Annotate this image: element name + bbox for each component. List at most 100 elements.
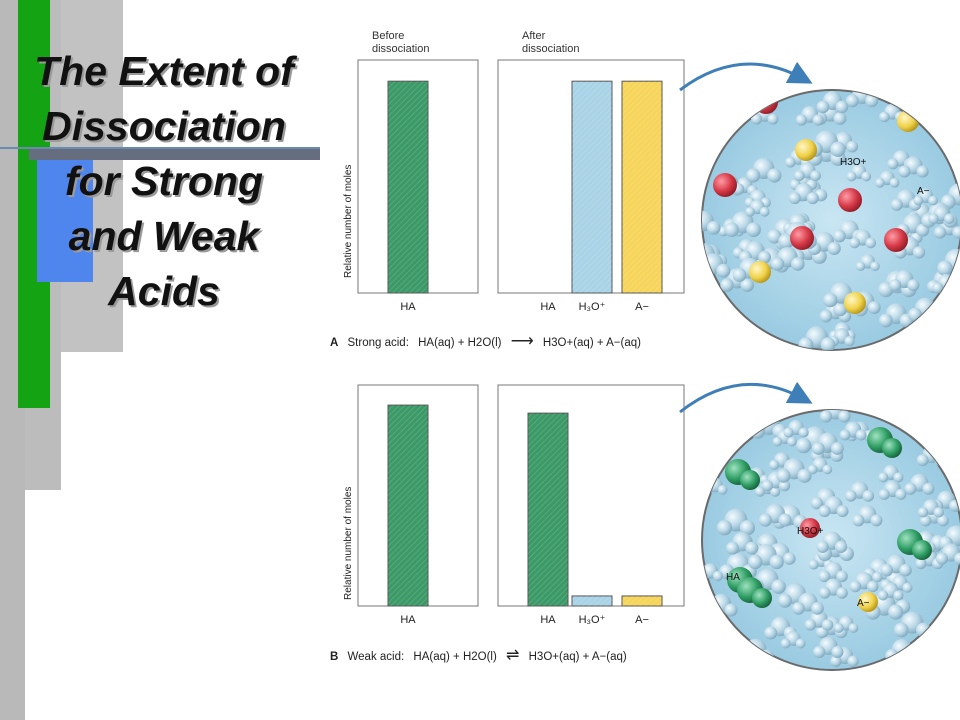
water-molecule-67 [726,532,759,555]
bars-b [387,404,663,607]
caption-b-text: Weak acid: [348,651,405,663]
water-molecule-29 [878,464,904,483]
panel-b-before-tick-0: HA [400,614,416,626]
panel-b-after-tick-0: HA [540,614,556,626]
caption-b-arrow: ⇌ [506,647,519,664]
water-molecule-18 [804,610,834,631]
ylabel-a: Relative number of moles [343,165,354,278]
bars-a [387,80,663,294]
hydronium-ion-b [800,518,820,538]
caption-b: B Weak acid: HA(aq) + H2O(l) ⇌ H3O+(aq) … [330,647,627,664]
after-header-a-2: dissociation [522,43,579,55]
anion-1 [795,139,817,161]
panel-b-after-bar-0-hatch [528,413,568,606]
anion-6 [749,261,771,283]
water-molecule-58 [845,90,879,108]
water-molecule-50 [849,229,877,249]
water-molecule-65 [816,531,848,553]
caption-b-letter: B [330,651,338,663]
ha-molecule-atom-0 [740,470,760,490]
panel-a-after-tick-0: HA [540,301,556,313]
caption-b-lhs: HA(aq) + H2O(l) [413,651,497,663]
water-molecule-53 [898,156,929,178]
panel-b-after-tick-1: H₃O⁺ [579,614,606,626]
ticks-a: HA HA H₃O⁺ A− [400,301,649,313]
water-molecule-69 [783,419,809,438]
caption-a-letter: A [330,337,338,349]
panel-a-after-tick-2: A− [635,301,649,313]
caption-a-arrow: ⟶ [511,333,534,350]
water-molecule-1 [904,473,935,495]
water-molecule-30 [878,480,907,500]
water-molecule-25 [811,432,844,455]
water-molecule-36 [758,503,792,527]
circle-label-b-a: A− [857,598,870,609]
blue-block [37,157,93,282]
slide-title: The Extent of Dissociation for Strong an… [14,44,314,319]
before-header-a-2: dissociation [372,43,429,55]
hydronium-ion-4 [884,228,908,252]
water-molecule-66 [793,162,821,182]
water-molecule-64 [818,496,849,518]
panel-b-after-bar-1-hatch [572,595,612,606]
water-molecule-28 [819,410,851,423]
water-molecule-51 [716,508,756,536]
after-header-a-1: After [522,30,546,42]
water-molecule-27 [865,593,904,620]
title-divider-line [0,147,320,149]
water-molecule-49 [818,578,848,599]
title-line-4: and Weak [68,213,260,259]
panel-a-after-tick-1: H₃O⁺ [579,301,606,313]
hydronium-ion-3 [790,226,814,250]
water-molecule-57 [776,458,812,483]
title-divider-bar [29,149,320,160]
ha-molecule-atom-4 [752,588,772,608]
water-molecule-45 [780,631,806,649]
water-molecule-52 [738,241,772,264]
panel-a-after-bar-1-hatch [572,81,612,293]
water-molecule-43 [855,254,880,272]
water-molecule-35 [878,303,914,328]
title-line-2: Dissociation [42,103,286,149]
water-molecule-62 [839,421,867,441]
caption-b-rhs: H3O+(aq) + A−(aq) [529,651,627,663]
water-molecule-31 [818,561,848,583]
water-molecule-21 [724,211,761,238]
zoom-arrow-a [679,61,813,92]
water-molecule-45 [889,269,920,292]
title-line-1: The Extent of [34,48,294,94]
caption-a: A Strong acid: HA(aq) + H2O(l) ⟶ H3O+(aq… [330,333,641,350]
circle-label-a-a: A− [917,186,930,197]
water-molecule-53 [849,571,879,593]
water-molecule-35 [792,592,824,615]
water-molecule-44 [788,183,819,205]
anion-8 [844,292,866,314]
ha-molecule-atom-2 [912,540,932,560]
after-frame-b [497,384,685,607]
hydronium-ion-0 [754,90,778,114]
water-molecule-69 [770,247,805,271]
panel-a-before-tick-0: HA [400,301,416,313]
panel-a: Before dissociation After dissociation R… [330,30,960,351]
panel-a-after-bar-2-hatch [622,81,662,293]
dissociation-figure: Before dissociation After dissociation R… [330,30,960,671]
water-molecule-65 [928,205,955,224]
water-molecule-50 [880,554,912,577]
water-molecule-16 [746,157,782,183]
water-molecule-20 [890,189,922,211]
anion-b [858,592,878,612]
water-molecule-59 [813,636,844,659]
caption-a-rhs: H3O+(aq) + A−(aq) [543,337,641,349]
water-molecule-68 [913,188,938,206]
water-molecule-68 [935,543,960,565]
water-molecule-55 [702,210,721,235]
circle-label-b-ha: HA [726,572,740,583]
water-molecule-54 [877,582,904,601]
water-molecule-47 [917,499,944,518]
water-molecule-62 [816,91,849,114]
water-molecule-48 [795,105,824,126]
caption-a-lhs: HA(aq) + H2O(l) [418,337,502,349]
panel-b-after-tick-2: A− [635,614,649,626]
anion-7 [864,90,886,97]
